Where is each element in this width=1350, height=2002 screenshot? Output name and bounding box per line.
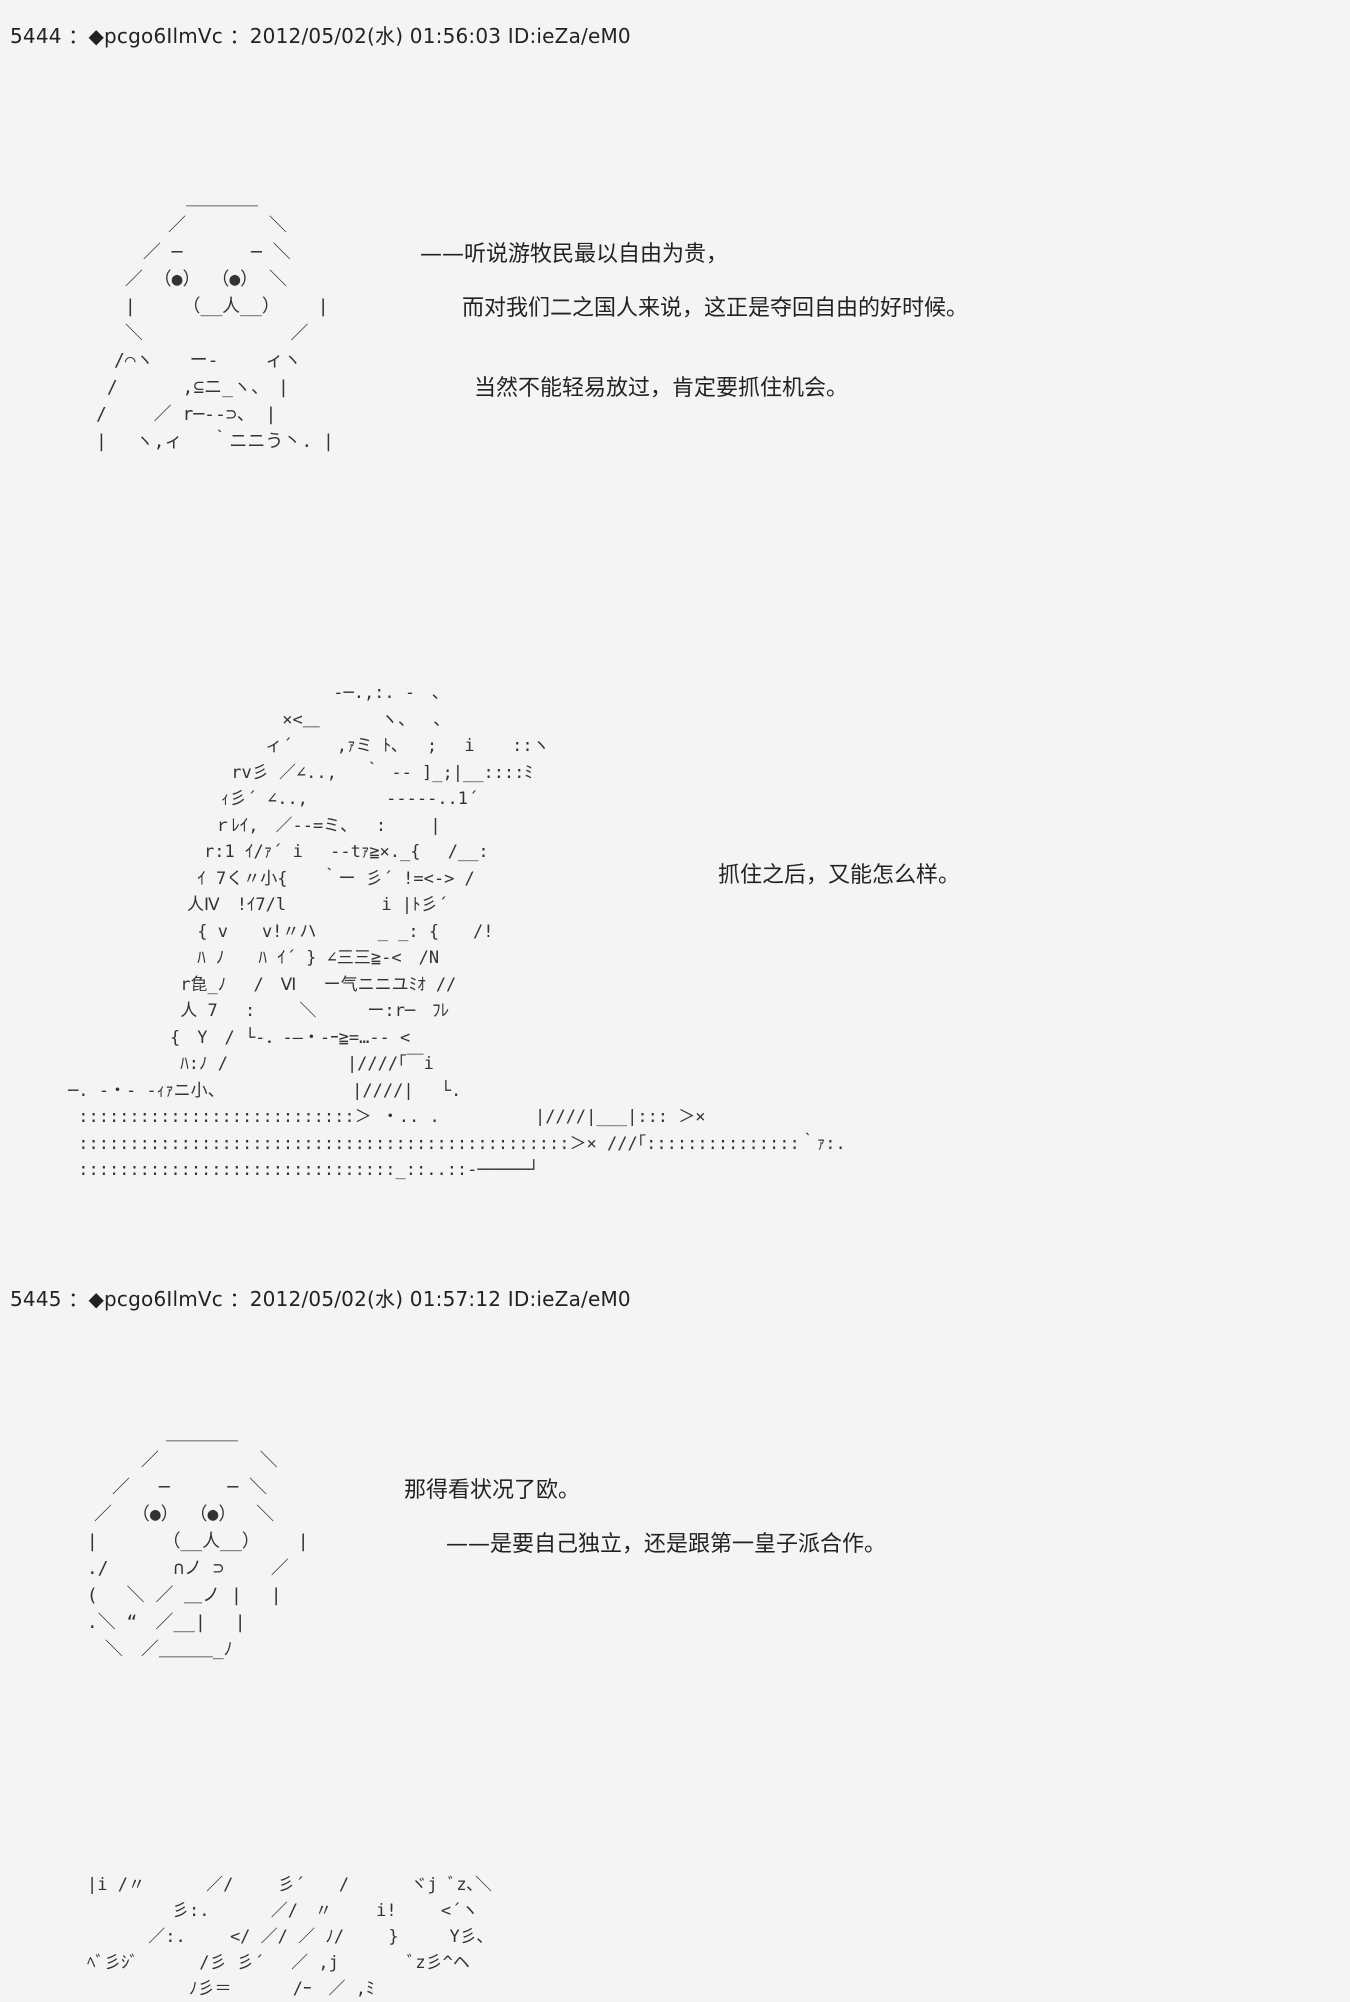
character-face-art: ＿＿＿＿ ／ ＼ ／ ─ ─ ＼ ／ （●） （●） ＼ | （__人__） |…: [95, 188, 334, 452]
scene-art: ‐─.,:. ‐ ､ ×<＿ ヽ、 ､ ィ´ ,ｧミ ﾄ､ ; i ::ヽ rv…: [68, 683, 846, 1180]
post-header: 5445 ：◆pcgo6IlmVc ：2012/05/02(水) 01:57:1…: [10, 1287, 631, 1311]
character-face-art: ＿＿＿＿ ／ ＼ ／ ─ ─ ＼ ／ （●） （●） ＼ | （__人__） |…: [86, 1423, 309, 1660]
dialogue-line: 而对我们二之国人来说，这正是夺回自由的好时候。: [462, 296, 969, 321]
dialogue-line: ——是要自己独立，还是跟第一皇子派合作。: [446, 1532, 887, 1557]
post-header: 5444 ：◆pcgo6IlmVc ：2012/05/02(水) 01:56:0…: [10, 24, 631, 48]
scene-art: |i /〃 ／/ 彡´ / ヾj ﾞz､＼ 彡:. ／/ 〃 i! <´ヽ ／:…: [86, 1875, 493, 1999]
dialogue-line: 当然不能轻易放过，肯定要抓住机会。: [474, 376, 849, 401]
dialogue-line: ——听说游牧民最以自由为贵，: [420, 242, 729, 267]
dialogue-line: 那得看状况了欧。: [404, 1478, 581, 1503]
dialogue-line: 抓住之后，又能怎么样。: [718, 863, 961, 888]
